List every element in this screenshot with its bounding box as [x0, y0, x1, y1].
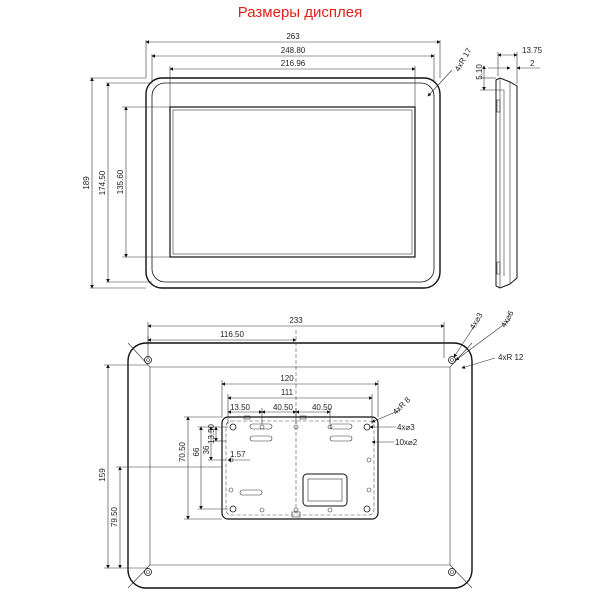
dim-front-width-screen: 216.96 [281, 59, 306, 68]
dim-back-height-36: 36 [202, 445, 211, 454]
dim-back-width-total: 233 [289, 316, 303, 325]
label-module-radius: 4xR 8 [391, 395, 413, 417]
label-corner-radius: 4xR 12 [498, 353, 524, 362]
dim-back-height-total: 159 [98, 468, 107, 482]
dim-front-height-outer: 189 [82, 176, 91, 190]
dim-front-radius: 4xR 17 [453, 46, 474, 73]
dim-front-width-outer: 263 [286, 32, 300, 41]
back-module [221, 415, 379, 520]
dim-front-width-mid: 248.80 [281, 46, 306, 55]
front-inner-bezel [151, 82, 435, 283]
label-module-hole: 4x⌀3 [397, 423, 415, 432]
dim-back-width-half: 116.50 [220, 330, 244, 339]
dim-back-module-height: 70.50 [178, 441, 187, 462]
dim-back-height-1350: 13.50 [207, 423, 216, 444]
dim-back-hole-x1: 13.50 [230, 403, 251, 412]
dim-side-depth-total: 13.75 [522, 46, 543, 55]
page-title: Размеры дисплея [237, 4, 363, 21]
dim-back-hole-x3: 40.50 [312, 403, 333, 412]
side-view: 13.75 2 5.10 [475, 46, 543, 289]
dim-front-height-mid: 174.50 [98, 170, 107, 195]
dim-back-holes-width: 111 [281, 388, 294, 397]
label-module-slots: 10x⌀2 [395, 438, 418, 447]
front-outer-bezel [145, 77, 441, 289]
dim-front-height-screen: 135.60 [116, 169, 125, 194]
label-corner-hole-2: 4x⌀6 [499, 309, 516, 329]
front-view: 263 248.80 216.96 189 174.50 135.60 4xR … [82, 32, 474, 289]
back-view: 233 116.50 120 111 13.50 40.50 40.50 159… [98, 309, 524, 589]
dim-back-module-width: 120 [280, 374, 294, 383]
corner-holes [144, 356, 456, 576]
dim-side-lip: 2 [530, 59, 535, 68]
dim-back-height-66: 66 [192, 447, 201, 456]
back-outer-frame [127, 342, 473, 589]
dim-back-157: 1.57 [230, 450, 246, 459]
label-corner-hole: 4x⌀3 [468, 311, 485, 331]
dim-back-height-half: 79.50 [110, 506, 119, 527]
dim-side-depth-front: 5.10 [475, 64, 484, 80]
dim-back-hole-x2: 40.50 [273, 403, 294, 412]
front-screen [169, 106, 416, 258]
